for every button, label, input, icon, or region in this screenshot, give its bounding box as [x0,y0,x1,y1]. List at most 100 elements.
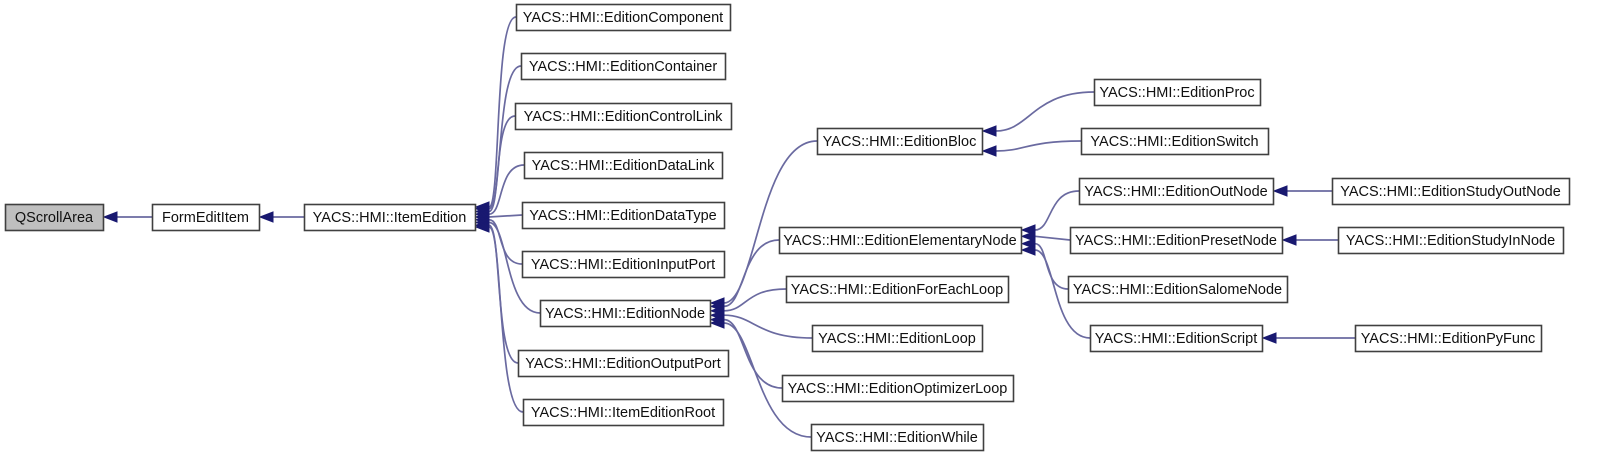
inherit-edge-line [488,65,522,210]
class-node-box[interactable] [515,3,732,32]
class-node-yacs-hmi-edition-study-out-node[interactable]: YACS::HMI::EditionStudyOutNode [1331,177,1571,206]
inherit-edge-line [488,16,517,208]
inherit-edge-yacs-hmi-item-edition-root-to-yacs-hmi-item-edition [474,221,524,413]
inherit-edge-yacs-hmi-edition-proc-to-yacs-hmi-edition-bloc [981,91,1095,137]
class-node-qscroll-area[interactable]: QScrollArea [4,203,105,232]
inherit-edge-line [1034,235,1071,241]
inherit-edge-line [995,140,1082,152]
inherit-edge-line [488,115,516,213]
class-node-box[interactable] [816,127,984,156]
class-node-box[interactable] [151,203,261,232]
class-node-yacs-hmi-edition-output-port[interactable]: YACS::HMI::EditionOutputPort [517,349,730,378]
class-node-box[interactable] [811,324,984,353]
class-node-box[interactable] [303,203,477,232]
inherit-arrowhead-icon [258,211,274,223]
class-node-box[interactable] [521,250,726,279]
inherit-edge-line [488,214,523,218]
inherit-edge-line [723,314,813,339]
class-node-yacs-hmi-edition-bloc[interactable]: YACS::HMI::EditionBloc [816,127,984,156]
class-node-yacs-hmi-edition-proc[interactable]: YACS::HMI::EditionProc [1093,78,1262,107]
class-node-yacs-hmi-item-edition-root[interactable]: YACS::HMI::ItemEditionRoot [522,398,725,427]
inherit-edge-yacs-hmi-edition-script-to-yacs-hmi-edition-elementary-node [1020,244,1091,339]
class-node-box[interactable] [810,423,985,452]
class-node-yacs-hmi-edition-preset-node[interactable]: YACS::HMI::EditionPresetNode [1069,226,1284,255]
class-node-box[interactable] [1080,127,1270,156]
class-node-yacs-hmi-edition-node[interactable]: YACS::HMI::EditionNode [539,299,712,328]
inherit-arrowhead-icon [981,125,997,137]
class-node-box[interactable] [521,201,726,230]
inherit-edge-yacs-hmi-edition-study-in-node-to-yacs-hmi-edition-preset-node [1281,234,1338,246]
inherit-edge-line [723,322,812,438]
inherit-edge-yacs-hmi-edition-output-port-to-yacs-hmi-item-edition [474,219,519,364]
class-node-yacs-hmi-edition-control-link[interactable]: YACS::HMI::EditionControlLink [514,102,733,131]
inherit-edge-yacs-hmi-edition-loop-to-yacs-hmi-edition-node [709,309,813,339]
class-node-yacs-hmi-edition-switch[interactable]: YACS::HMI::EditionSwitch [1080,127,1270,156]
class-node-box[interactable] [539,299,712,328]
inherit-edge-line [488,221,541,314]
edge-layer [102,16,1355,438]
inherit-arrowhead-icon [981,145,997,157]
class-node-yacs-hmi-edition-salome-node[interactable]: YACS::HMI::EditionSalomeNode [1067,275,1289,304]
class-node-box[interactable] [514,102,733,131]
class-node-yacs-hmi-item-edition[interactable]: YACS::HMI::ItemEdition [303,203,477,232]
class-node-yacs-hmi-edition-loop[interactable]: YACS::HMI::EditionLoop [811,324,984,353]
inherit-edge-line [995,91,1095,132]
inherit-edge-line [723,318,783,389]
inherit-edge-line [488,226,524,413]
inherit-edge-yacs-hmi-edition-py-func-to-yacs-hmi-edition-script [1261,332,1355,344]
class-node-box[interactable] [520,52,727,81]
class-node-box[interactable] [1337,226,1565,255]
class-node-yacs-hmi-edition-elementary-node[interactable]: YACS::HMI::EditionElementaryNode [778,226,1023,255]
inherit-arrowhead-icon [102,211,118,223]
class-node-box[interactable] [522,398,725,427]
class-node-box[interactable] [1069,226,1284,255]
inherit-edge-yacs-hmi-edition-data-link-to-yacs-hmi-item-edition [474,164,525,220]
inherit-edge-line [1034,190,1080,231]
inherit-edge-yacs-hmi-edition-salome-node-to-yacs-hmi-edition-elementary-node [1020,237,1069,290]
class-node-yacs-hmi-edition-data-link[interactable]: YACS::HMI::EditionDataLink [523,151,724,180]
class-node-yacs-hmi-edition-data-type[interactable]: YACS::HMI::EditionDataType [521,201,726,230]
inherit-edge-yacs-hmi-edition-preset-node-to-yacs-hmi-edition-elementary-node [1020,230,1071,243]
inherit-arrowhead-icon [1281,234,1297,246]
inherit-edge-line [1034,249,1091,339]
class-node-yacs-hmi-edition-script[interactable]: YACS::HMI::EditionScript [1089,324,1264,353]
class-node-yacs-hmi-edition-container[interactable]: YACS::HMI::EditionContainer [520,52,727,81]
class-node-yacs-hmi-edition-py-func[interactable]: YACS::HMI::EditionPyFunc [1354,324,1543,353]
inherit-edge-line [723,288,787,312]
inherit-edge-line [723,140,818,304]
inherit-edge-yacs-hmi-edition-switch-to-yacs-hmi-edition-bloc [981,140,1082,157]
class-node-box[interactable] [1067,275,1289,304]
inherit-edge-line [488,164,525,216]
class-node-yacs-hmi-edition-study-in-node[interactable]: YACS::HMI::EditionStudyInNode [1337,226,1565,255]
class-node-yacs-hmi-edition-out-node[interactable]: YACS::HMI::EditionOutNode [1078,177,1275,206]
class-node-box[interactable] [778,226,1023,255]
class-node-form-edit-item[interactable]: FormEditItem [151,203,261,232]
class-node-box[interactable] [781,374,1015,403]
class-node-box[interactable] [1331,177,1571,206]
class-node-box[interactable] [1078,177,1275,206]
class-node-box[interactable] [517,349,730,378]
class-node-yacs-hmi-edition-component[interactable]: YACS::HMI::EditionComponent [515,3,732,32]
class-node-box[interactable] [1089,324,1264,353]
class-node-box[interactable] [785,275,1010,304]
inherit-edge-yacs-hmi-edition-container-to-yacs-hmi-item-edition [474,65,522,215]
class-node-yacs-hmi-edition-for-each-loop[interactable]: YACS::HMI::EditionForEachLoop [785,275,1010,304]
inherit-edge-yacs-hmi-edition-while-to-yacs-hmi-edition-node [709,317,812,438]
inherit-edge-line [1034,242,1069,290]
inherit-edge-form-edit-item-to-qscroll-area [102,211,152,223]
class-node-box[interactable] [523,151,724,180]
class-node-box[interactable] [4,203,105,232]
inherit-arrowhead-icon [1272,185,1288,197]
inherit-arrowhead-icon [1020,244,1036,256]
class-node-yacs-hmi-edition-input-port[interactable]: YACS::HMI::EditionInputPort [521,250,726,279]
class-node-box[interactable] [1354,324,1543,353]
class-node-yacs-hmi-edition-while[interactable]: YACS::HMI::EditionWhile [810,423,985,452]
inherit-arrowhead-icon [1261,332,1277,344]
class-node-yacs-hmi-edition-optimizer-loop[interactable]: YACS::HMI::EditionOptimizerLoop [781,374,1015,403]
inherit-arrowhead-icon [709,317,725,329]
inherit-edge-yacs-hmi-edition-study-out-node-to-yacs-hmi-edition-out-node [1272,185,1332,197]
class-node-box[interactable] [1093,78,1262,107]
